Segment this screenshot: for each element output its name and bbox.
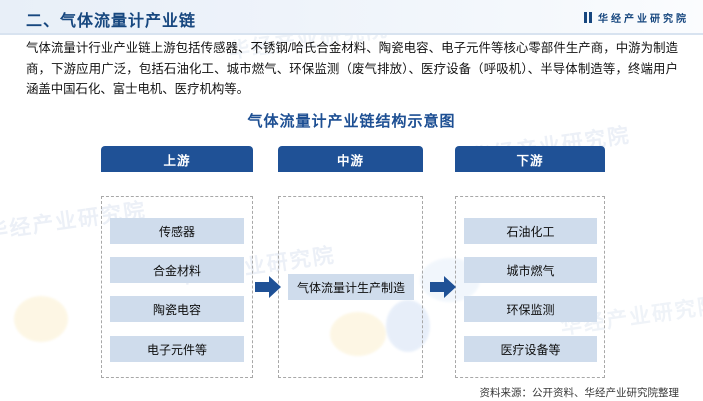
page-title: 二、气体流量计产业链 — [26, 13, 197, 30]
downstream-item: 石油化工 — [464, 218, 597, 244]
column-body-upstream — [101, 196, 253, 378]
right-arrow-icon — [430, 276, 456, 298]
column-header-downstream: 下游 — [455, 146, 605, 172]
downstream-item: 环保监测 — [464, 296, 597, 322]
upstream-item: 合金材料 — [110, 257, 244, 283]
midstream-item: 气体流量计生产制造 — [288, 274, 414, 300]
chart-title: 气体流量计产业链结构示意图 — [247, 113, 456, 130]
upstream-item: 陶瓷电容 — [110, 296, 244, 322]
right-arrow-icon — [255, 276, 281, 298]
downstream-item: 医疗设备等 — [464, 336, 597, 362]
header-band: 二、气体流量计产业链 华经产业研究院 — [0, 0, 703, 35]
column-header-upstream: 上游 — [101, 146, 253, 172]
brand-name: 华经产业研究院 — [598, 14, 689, 25]
upstream-item: 传感器 — [110, 218, 244, 244]
column-header-midstream: 中游 — [278, 146, 423, 172]
brand-logo: 华经产业研究院 — [584, 10, 689, 25]
upstream-item: 电子元件等 — [110, 336, 244, 362]
intro-paragraph: 气体流量计行业产业链上游包括传感器、不锈钢/哈氏合金材料、陶瓷电容、电子元件等核… — [26, 41, 678, 96]
double-bar-logo-icon — [584, 12, 592, 23]
downstream-item: 城市燃气 — [464, 257, 597, 283]
source-note: 资料来源：公开资料、华经产业研究院整理 — [479, 387, 680, 399]
